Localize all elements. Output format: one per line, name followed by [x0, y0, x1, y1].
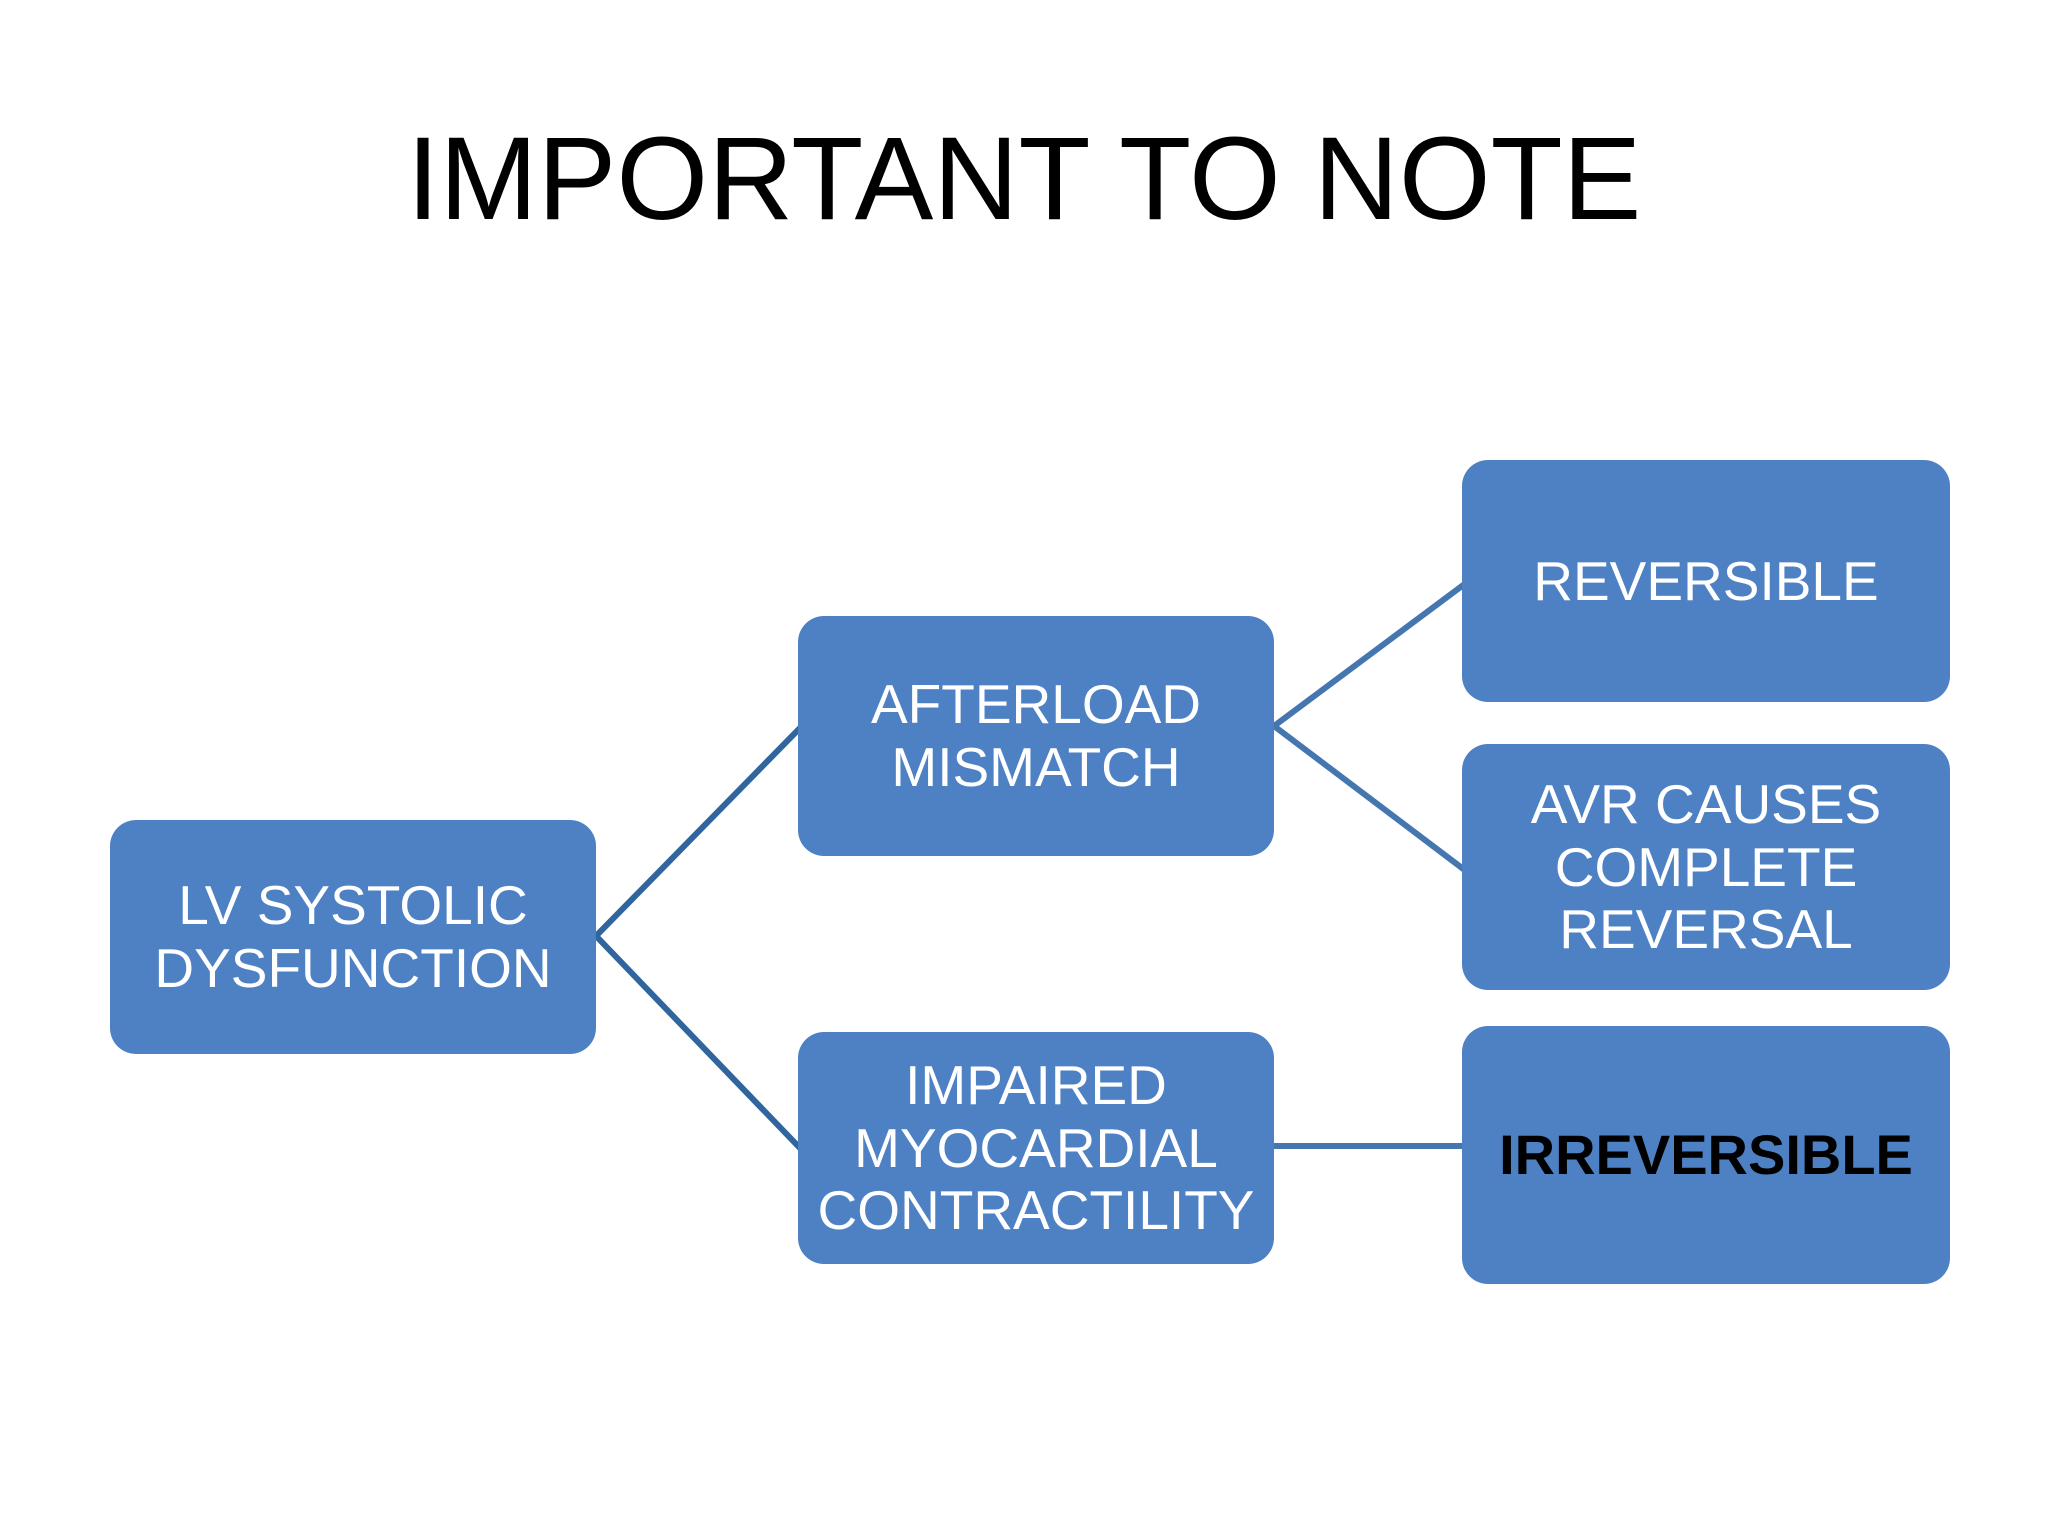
node-avr-causes-complete-reversal-label: AVR CAUSES COMPLETE REVERSAL	[1530, 772, 1882, 961]
node-avr-causes-complete-reversal[interactable]: AVR CAUSES COMPLETE REVERSAL	[1462, 744, 1950, 990]
connector-afterload-to-avr	[1269, 721, 1467, 873]
node-afterload-mismatch-label: AFTERLOAD MISMATCH	[870, 673, 1202, 798]
connector-afterload-to-reversible	[1269, 581, 1467, 731]
page-title: IMPORTANT TO NOTE	[406, 113, 1642, 245]
connector-lv-to-afterload	[591, 725, 803, 941]
connector-lv-to-impaired	[591, 931, 803, 1151]
node-lv-systolic-dysfunction[interactable]: LV SYSTOLIC DYSFUNCTION	[110, 820, 596, 1054]
node-reversible[interactable]: REVERSIBLE	[1462, 460, 1950, 702]
node-lv-systolic-dysfunction-label: LV SYSTOLIC DYSFUNCTION	[154, 874, 552, 999]
node-afterload-mismatch[interactable]: AFTERLOAD MISMATCH	[798, 616, 1274, 856]
node-irreversible[interactable]: IRREVERSIBLE	[1462, 1026, 1950, 1284]
node-impaired-myocardial-contractility[interactable]: IMPAIRED MYOCARDIAL CONTRACTILITY	[798, 1032, 1274, 1264]
node-reversible-label: REVERSIBLE	[1533, 549, 1879, 612]
node-irreversible-label: IRREVERSIBLE	[1499, 1123, 1913, 1187]
node-impaired-myocardial-contractility-label: IMPAIRED MYOCARDIAL CONTRACTILITY	[817, 1053, 1255, 1242]
